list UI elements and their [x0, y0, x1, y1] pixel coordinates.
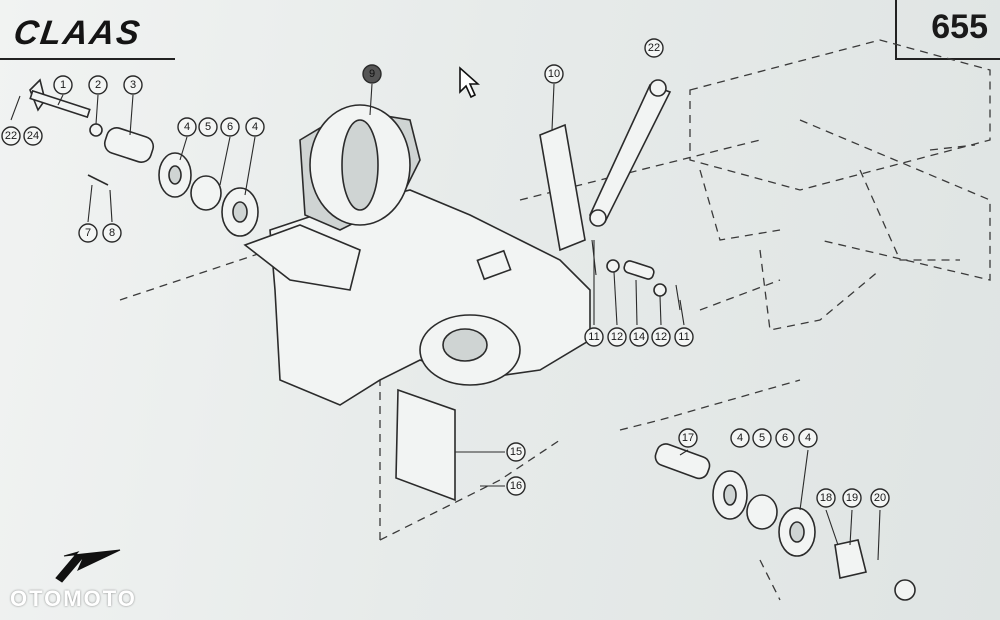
svg-text:12: 12 — [611, 331, 623, 343]
svg-text:18: 18 — [820, 492, 832, 504]
leader-lines — [10, 83, 881, 561]
svg-text:4: 4 — [805, 432, 811, 444]
pin-row — [591, 239, 681, 311]
svg-text:4: 4 — [252, 121, 258, 133]
svg-text:5: 5 — [759, 432, 765, 444]
callout-17: 17 — [678, 428, 698, 448]
svg-text:6: 6 — [227, 121, 233, 133]
svg-text:15: 15 — [510, 446, 522, 458]
svg-text:19: 19 — [846, 492, 858, 504]
svg-text:5: 5 — [205, 121, 211, 133]
link-arms — [539, 79, 672, 252]
callout-22: 22 — [1, 126, 21, 146]
assembly-dash-line — [759, 559, 781, 601]
assembly-dash-line — [699, 279, 781, 311]
callout-15: 15 — [506, 442, 526, 462]
header-rule — [0, 58, 175, 60]
callout-4: 4 — [798, 428, 818, 448]
callout-5: 5 — [198, 117, 218, 137]
svg-text:9: 9 — [369, 68, 375, 80]
svg-text:22: 22 — [5, 130, 17, 142]
svg-text:4: 4 — [184, 121, 190, 133]
callout-11: 11 — [674, 327, 694, 347]
callout-12: 12 — [607, 327, 627, 347]
callout-10: 10 — [544, 64, 564, 84]
callout-8: 8 — [102, 223, 122, 243]
svg-text:3: 3 — [130, 79, 136, 91]
assembly-dash-line — [619, 379, 801, 431]
shaft-assembly-right — [654, 443, 916, 601]
svg-text:10: 10 — [548, 68, 560, 80]
svg-text:2: 2 — [95, 79, 101, 91]
frame-outline — [689, 39, 991, 331]
svg-text:22: 22 — [648, 42, 660, 54]
callout-14: 14 — [629, 327, 649, 347]
svg-text:11: 11 — [678, 331, 689, 343]
shaft-assembly-left — [29, 78, 259, 237]
page-number: 655 — [931, 8, 988, 46]
assembly-dash-line — [379, 439, 561, 541]
svg-text:14: 14 — [633, 331, 645, 343]
callout-2: 2 — [88, 75, 108, 95]
callout-9: 9 — [362, 64, 382, 84]
callout-1: 1 — [53, 75, 73, 95]
mouse-pointer-icon — [459, 66, 480, 99]
callout-6: 6 — [220, 117, 240, 137]
callout-20: 20 — [870, 488, 890, 508]
callout-7: 7 — [78, 223, 98, 243]
callout-24: 24 — [23, 126, 43, 146]
svg-text:7: 7 — [85, 227, 91, 239]
svg-text:11: 11 — [588, 331, 599, 343]
callout-labels: 22 24 1 2 3 4 5 6 4 7 8 9 10 22 11 12 14… — [1, 38, 890, 508]
callout-5: 5 — [752, 428, 772, 448]
svg-text:1: 1 — [60, 79, 66, 91]
callout-22: 22 — [644, 38, 664, 58]
callout-19: 19 — [842, 488, 862, 508]
callout-12: 12 — [651, 327, 671, 347]
callout-3: 3 — [123, 75, 143, 95]
callout-4: 4 — [177, 117, 197, 137]
axle-housing — [243, 104, 591, 406]
svg-text:12: 12 — [655, 331, 667, 343]
svg-text:16: 16 — [510, 480, 522, 492]
svg-text:8: 8 — [109, 227, 115, 239]
svg-text:17: 17 — [682, 432, 694, 444]
callout-18: 18 — [816, 488, 836, 508]
svg-text:24: 24 — [27, 130, 39, 142]
svg-text:6: 6 — [782, 432, 788, 444]
otomoto-watermark: OTOMOTO — [10, 586, 137, 611]
callout-11: 11 — [584, 327, 604, 347]
svg-text:20: 20 — [874, 492, 886, 504]
arrow-icon — [55, 549, 121, 583]
svg-text:4: 4 — [737, 432, 743, 444]
callout-6: 6 — [775, 428, 795, 448]
cover-plate — [395, 388, 456, 502]
callout-16: 16 — [506, 476, 526, 496]
callout-4: 4 — [245, 117, 265, 137]
callout-4: 4 — [730, 428, 750, 448]
